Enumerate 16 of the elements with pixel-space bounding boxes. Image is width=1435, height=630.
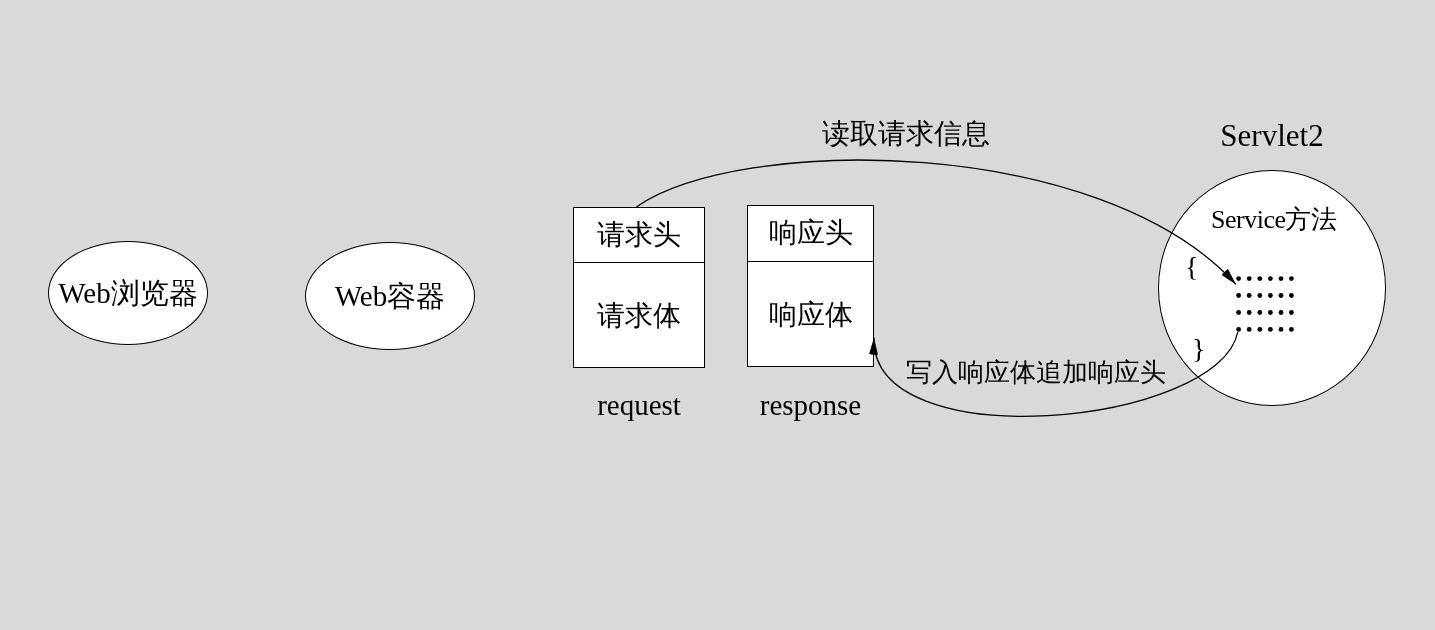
record-box	[573, 207, 705, 368]
ellipse-node: Web浏览器	[48, 241, 208, 345]
table-cell: 请求体	[573, 263, 705, 368]
node-label: response	[759, 391, 862, 420]
table-cell: 响应体	[747, 262, 874, 367]
dot-grid	[1236, 276, 1294, 332]
title: Service方法	[1211, 207, 1337, 233]
edge-label: 读取请求信息	[822, 120, 990, 148]
record-box	[747, 205, 874, 367]
ellipse-node: Web容器	[305, 242, 475, 350]
heading: Servlet2	[1220, 120, 1324, 151]
table-cell: 请求头	[573, 207, 705, 263]
curved-arrow	[635, 159, 1237, 286]
brace: {	[1185, 253, 1199, 281]
table-cell: 响应头	[747, 205, 874, 262]
node-label: request	[597, 391, 681, 420]
